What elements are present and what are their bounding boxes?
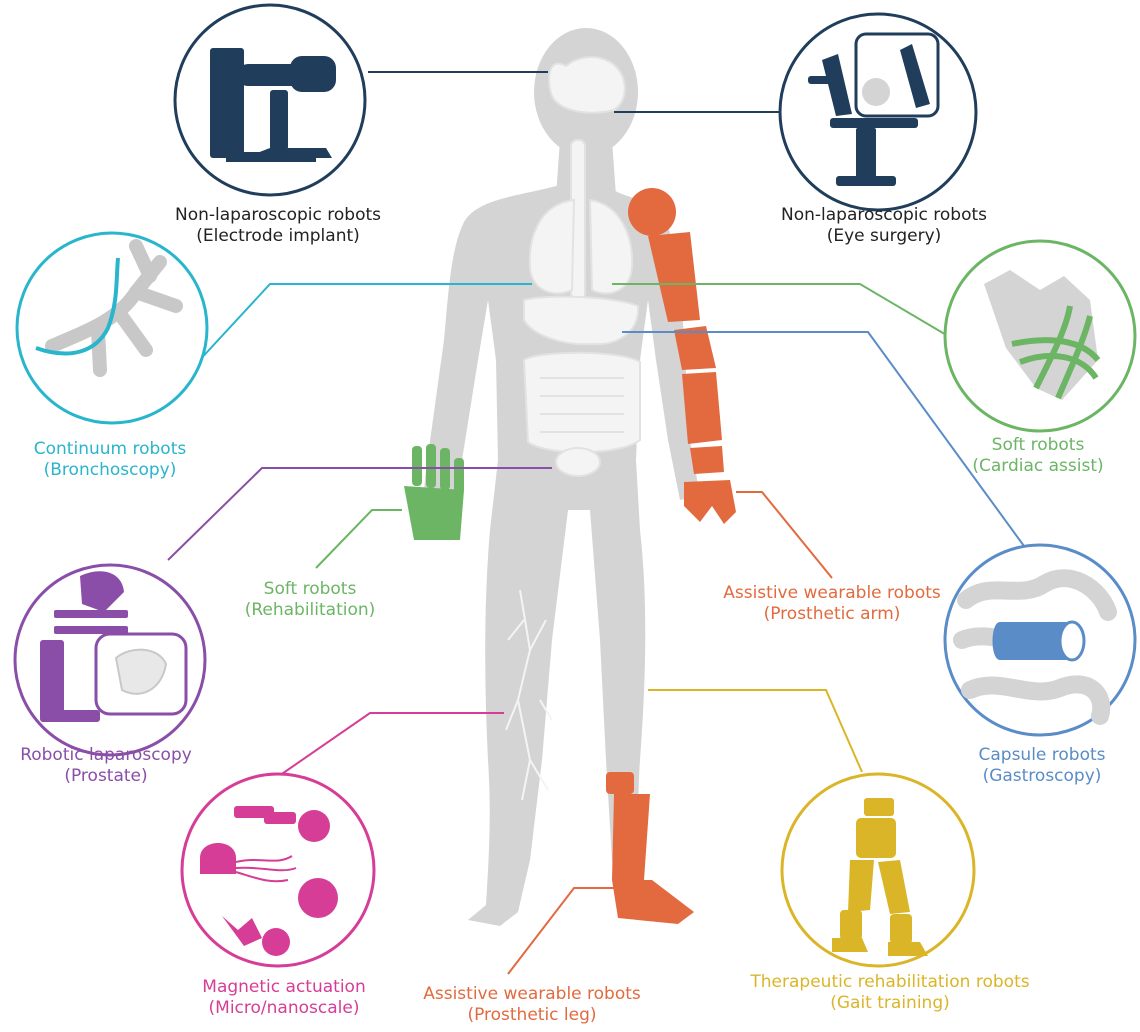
label-prostate-subtitle: (Prostate) — [64, 766, 147, 786]
left-lung-organ — [528, 198, 576, 295]
label-cardiac-subtitle: (Cardiac assist) — [972, 456, 1103, 476]
bladder-organ — [555, 447, 601, 477]
eye-surgery-robot-icon — [778, 12, 978, 212]
leader-gait — [648, 689, 863, 773]
leader-cardiac — [612, 283, 949, 337]
label-prostate-title: Robotic laparoscopy — [20, 745, 192, 765]
label-bronch-subtitle: (Bronchoscopy) — [44, 460, 177, 480]
label-rehab-title: Soft robots — [264, 579, 357, 599]
heart-sleeve-icon — [943, 239, 1137, 433]
leader-magnetic — [275, 712, 504, 779]
leader-lines — [167, 71, 1025, 975]
label-arm-subtitle: (Prosthetic arm) — [764, 604, 901, 624]
exoskeleton-icon — [780, 772, 976, 968]
leader-leg — [507, 887, 614, 975]
capsule-intestine-icon — [943, 543, 1137, 737]
intestines-organ — [522, 351, 641, 454]
labels: Non-laparoscopic robots (Electrode impla… — [20, 205, 1105, 1025]
leader-bronch — [195, 283, 532, 365]
intestine-coils — [540, 377, 624, 433]
label-eye-subtitle: (Eye surgery) — [827, 226, 942, 246]
laparoscopy-robot-icon — [13, 563, 207, 757]
leader-capsule — [622, 331, 1025, 547]
label-capsule-title: Capsule robots — [978, 745, 1105, 765]
right-lung-organ — [588, 198, 634, 295]
leader-rehab — [315, 509, 402, 569]
label-gait-subtitle: (Gait training) — [830, 993, 950, 1013]
prosthetic-arm — [628, 188, 736, 524]
label-eye-title: Non-laparoscopic robots — [781, 205, 987, 225]
leader-arm — [736, 491, 833, 579]
leg-vessel-network — [505, 589, 553, 801]
label-electrode-subtitle: (Electrode implant) — [196, 226, 360, 246]
label-cardiac-title: Soft robots — [992, 435, 1085, 455]
brain-organ — [548, 56, 626, 114]
internal-organs — [522, 56, 641, 477]
label-electrode-title: Non-laparoscopic robots — [175, 205, 381, 225]
microrobots-icon — [180, 772, 376, 968]
label-bronch-title: Continuum robots — [34, 439, 187, 459]
label-leg-subtitle: (Prosthetic leg) — [467, 1005, 596, 1025]
label-arm-title: Assistive wearable robots — [723, 583, 941, 603]
label-gait-title: Therapeutic rehabilitation robots — [749, 972, 1029, 992]
label-leg-title: Assistive wearable robots — [423, 984, 641, 1004]
prosthetic-leg — [606, 772, 694, 924]
label-rehab-subtitle: (Rehabilitation) — [245, 600, 376, 620]
neurosurgery-robot-icon — [173, 3, 367, 197]
label-capsule-subtitle: (Gastroscopy) — [983, 766, 1102, 786]
label-magnetic-title: Magnetic actuation — [202, 977, 365, 997]
label-magnetic-subtitle: (Micro/nanoscale) — [209, 998, 360, 1018]
bronchial-tree-icon — [15, 231, 209, 425]
leader-prostate — [167, 467, 552, 561]
